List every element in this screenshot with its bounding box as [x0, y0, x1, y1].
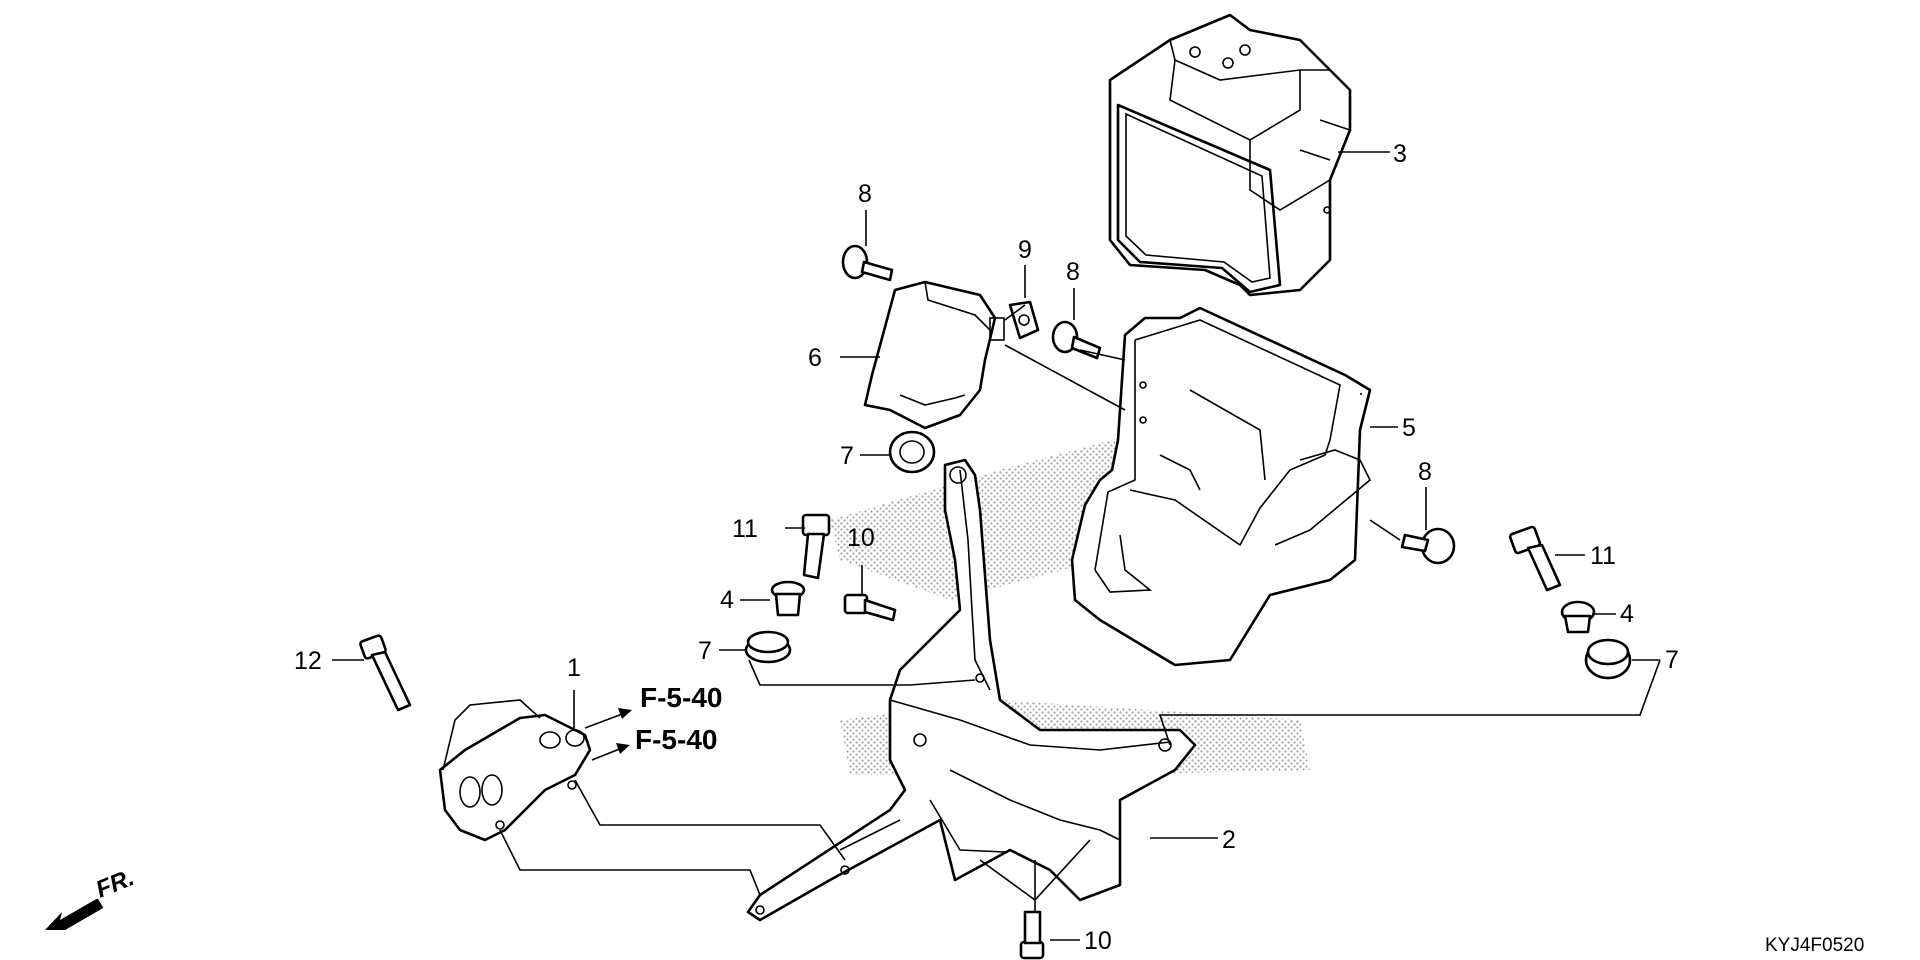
callout-1: 1 [567, 654, 581, 682]
grommet-part-7-lower[interactable] [744, 630, 792, 664]
callout-3: 3 [1393, 140, 1407, 168]
callout-8-middle: 8 [1066, 258, 1080, 286]
front-direction-label: FR. [92, 864, 138, 904]
reference-link-lower[interactable]: F-5-40 [635, 724, 717, 755]
diagram-code: KYJ4F0520 [1765, 935, 1864, 956]
callout-labels: 3 5 2 6 8 8 9 8 7 7 7 4 4 11 11 10 10 12… [294, 140, 1679, 955]
reference-labels: F-5-40 F-5-40 [635, 682, 722, 755]
collar-part-4-left[interactable] [770, 580, 806, 617]
callout-10-upper: 10 [847, 524, 875, 552]
callout-12: 12 [294, 647, 322, 675]
callout-9: 9 [1018, 236, 1032, 264]
holder-part-1[interactable] [438, 713, 592, 842]
callout-8-right: 8 [1418, 458, 1432, 486]
abs-tray-part-5[interactable] [1070, 306, 1372, 667]
bolt-part-10-upper[interactable] [843, 593, 897, 622]
bolt-part-12[interactable] [359, 634, 412, 712]
callout-10-lower: 10 [1084, 927, 1112, 955]
bolt-part-8-top[interactable] [841, 244, 894, 282]
reference-arrows [584, 708, 632, 761]
callout-4-left: 4 [720, 586, 734, 614]
bolt-part-11-right[interactable] [1508, 525, 1562, 592]
cover-part-6[interactable] [863, 280, 1005, 430]
callout-6: 6 [808, 344, 822, 372]
bolt-part-10-lower[interactable] [1019, 910, 1045, 960]
front-direction-arrow: FR. [45, 864, 138, 931]
clip-part-9[interactable] [1008, 300, 1040, 340]
callout-8-top: 8 [858, 180, 872, 208]
callout-11-left: 11 [732, 515, 758, 543]
leader-lines [332, 151, 1661, 941]
callout-5: 5 [1402, 414, 1416, 442]
callout-2: 2 [1222, 826, 1236, 854]
bolt-part-8-middle[interactable] [1051, 320, 1102, 360]
collar-part-4-right[interactable] [1560, 600, 1596, 634]
callout-4-right: 4 [1620, 600, 1634, 628]
callout-11-right: 11 [1590, 542, 1616, 570]
bolt-part-8-right[interactable] [1400, 527, 1456, 565]
callout-7-upper: 7 [840, 442, 854, 470]
callout-7-right: 7 [1665, 646, 1679, 674]
grommet-part-7-right[interactable] [1584, 638, 1632, 680]
abs-modulator-part-3[interactable] [1108, 13, 1352, 297]
grommet-part-7-upper[interactable] [888, 430, 936, 474]
callout-7-lower: 7 [698, 637, 712, 665]
bolt-part-11-left[interactable] [801, 513, 831, 580]
reference-link-upper[interactable]: F-5-40 [640, 682, 722, 713]
